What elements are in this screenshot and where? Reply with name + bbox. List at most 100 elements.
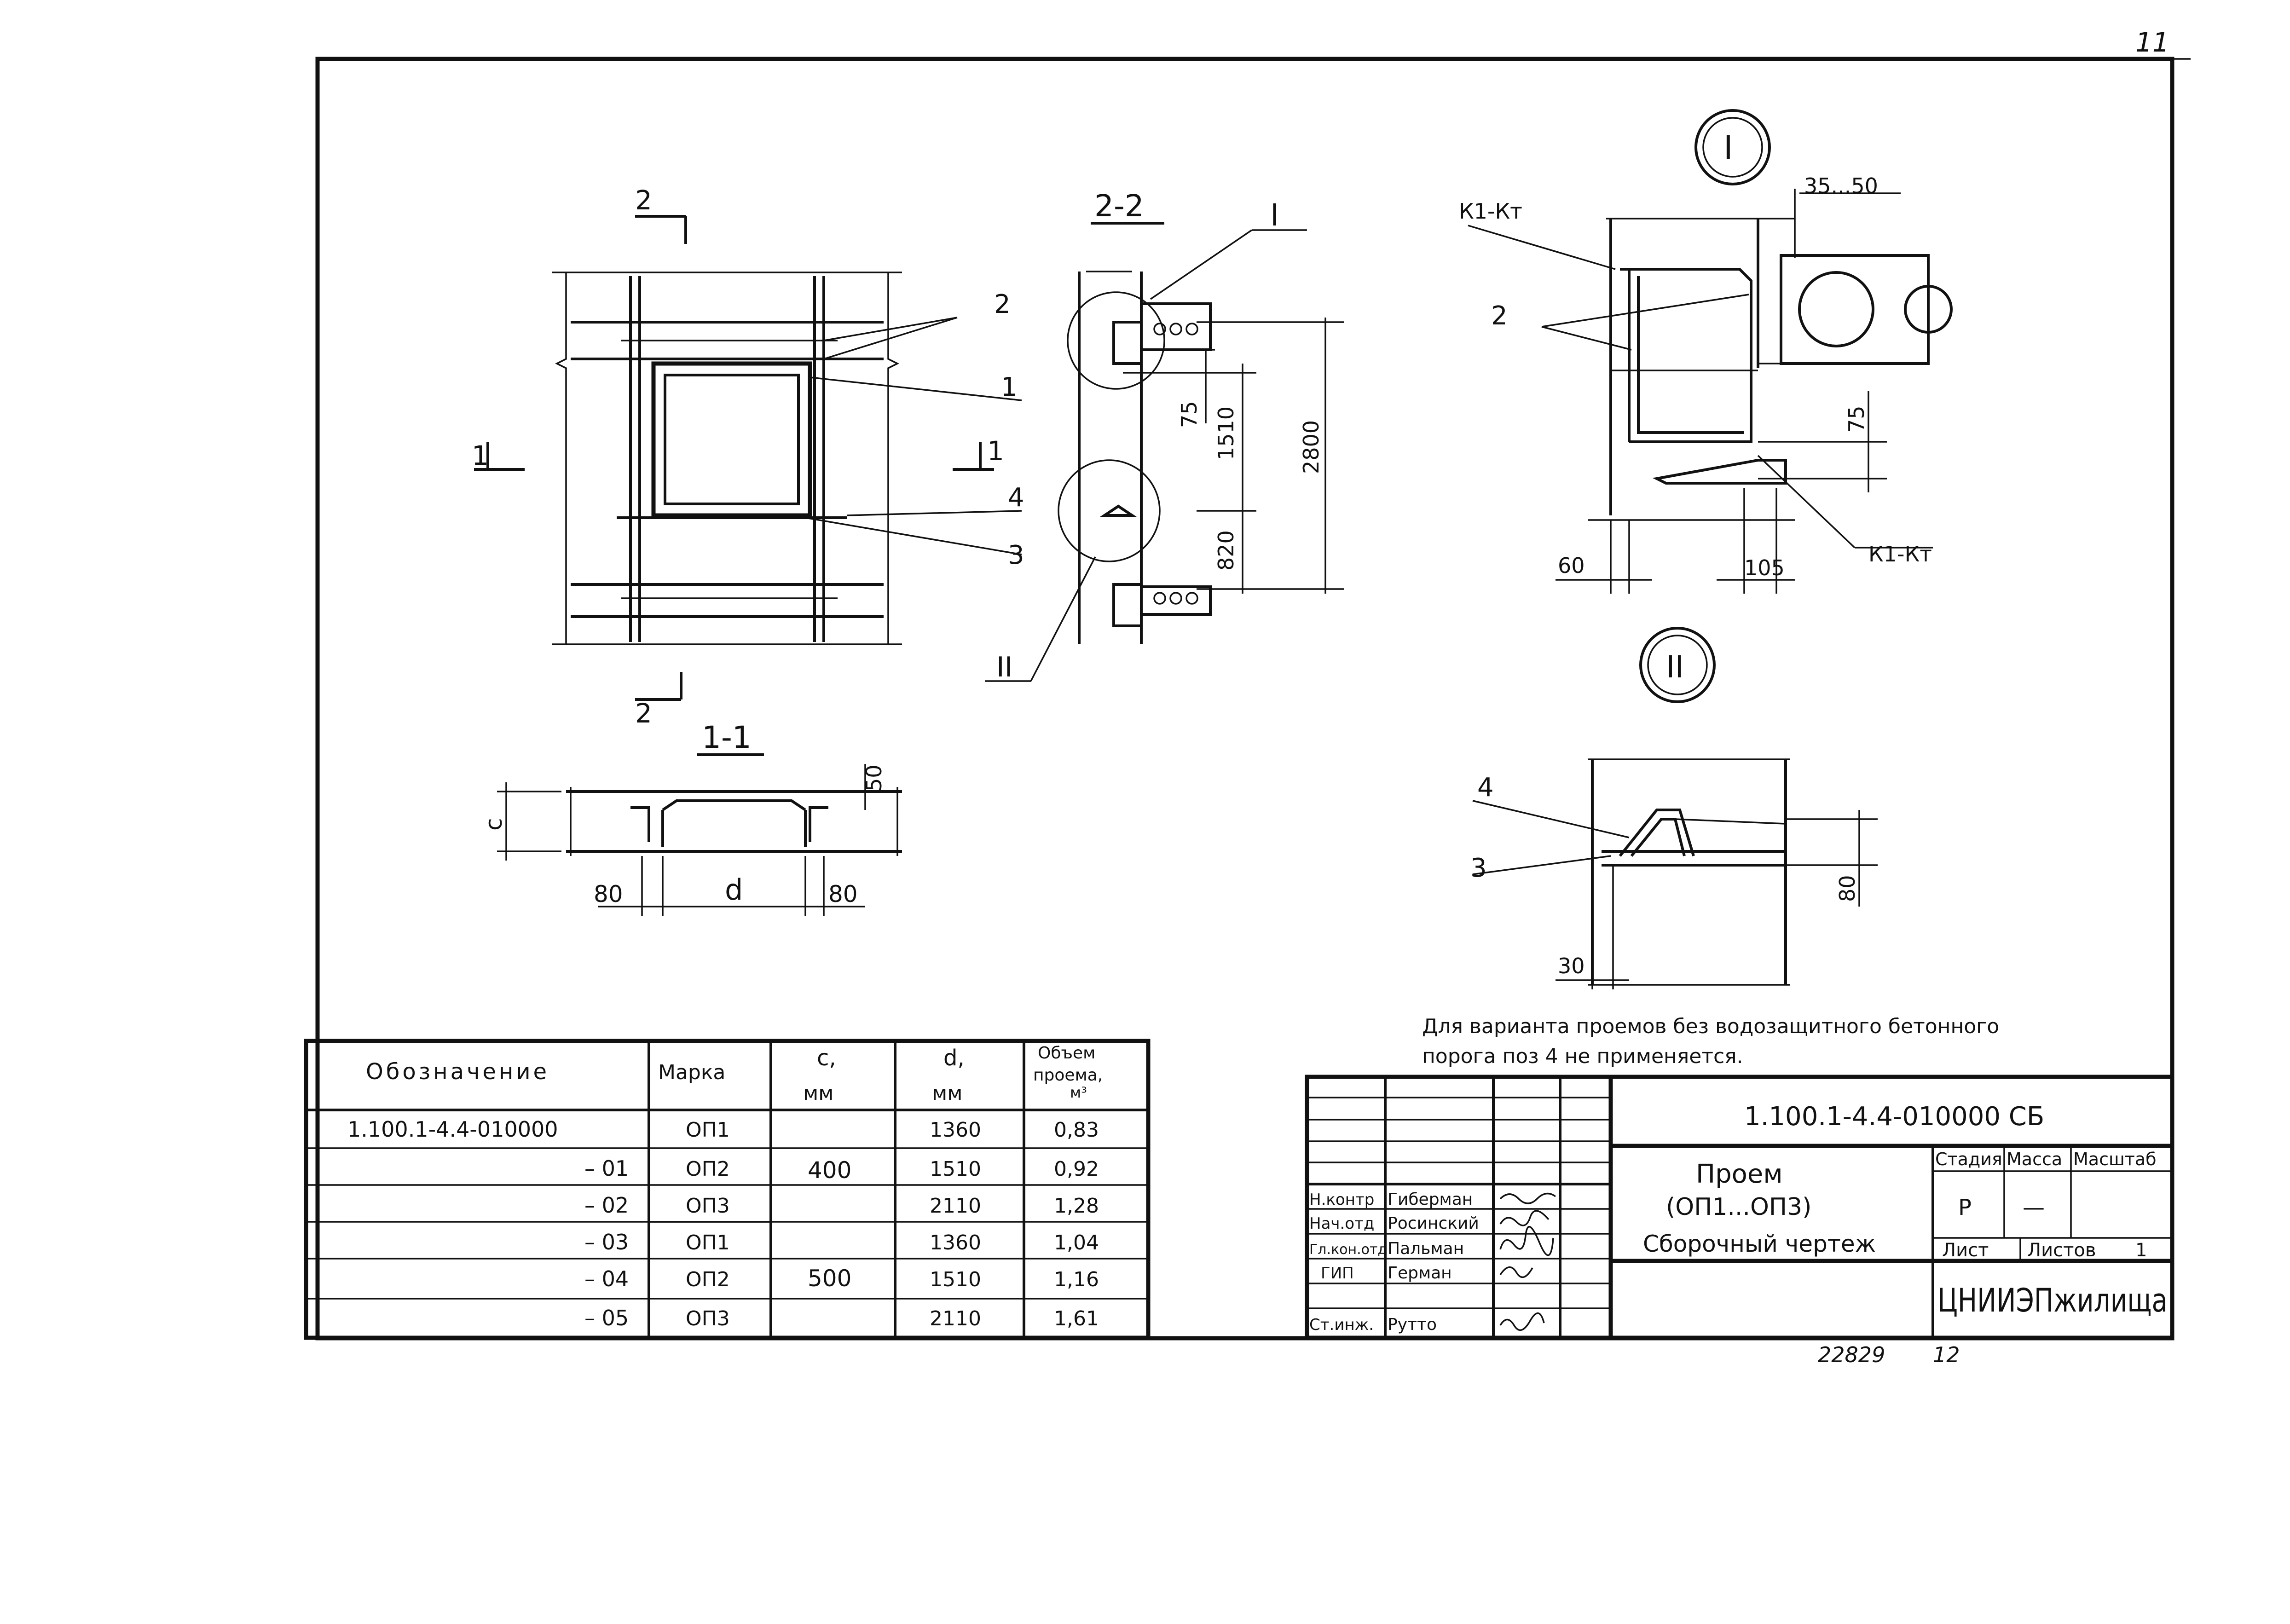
row-3-volume: 1,28	[1054, 1194, 1099, 1218]
dim-II-80: 80	[1835, 875, 1860, 902]
detail-II-callout-3: 3	[1470, 853, 1487, 883]
name-1: Гиберман	[1388, 1190, 1473, 1209]
dim-80-right: 80	[828, 881, 858, 907]
header-c: с,	[817, 1045, 836, 1071]
row-1-volume: 0,83	[1054, 1118, 1099, 1142]
cut-2-bottom-label: 2	[635, 698, 652, 729]
header-mark: Марка	[658, 1061, 725, 1084]
row-4-d: 1360	[930, 1231, 981, 1254]
detail-I-k1-bottom: К1-Кт	[1868, 542, 1932, 566]
row-3-d: 2110	[930, 1194, 981, 1218]
stage-header: Стадия	[1935, 1149, 2002, 1169]
signature-4	[1499, 1266, 1533, 1278]
dim-75: 75	[1177, 401, 1202, 428]
dim-30: 30	[1558, 954, 1585, 978]
signature-3	[1499, 1226, 1554, 1256]
dim-60: 60	[1558, 553, 1585, 578]
row-2-designation: – 01	[584, 1156, 629, 1181]
row-5-designation: – 04	[584, 1266, 629, 1291]
spec-table-grid	[304, 1039, 1151, 1340]
row-1-mark: ОП1	[686, 1118, 730, 1142]
node-I-label: I	[1270, 197, 1279, 233]
role-4: ГИП	[1321, 1264, 1354, 1283]
signature-2	[1499, 1210, 1550, 1226]
dim-d: d	[725, 873, 743, 907]
archive-number: 22829	[1818, 1342, 1885, 1367]
organization: ЦНИИЭПжилища	[1937, 1282, 2168, 1319]
role-2: Нач.отд	[1309, 1214, 1374, 1233]
signature-1	[1499, 1192, 1556, 1204]
name-3: Пальман	[1388, 1239, 1464, 1258]
document-code: 1.100.1-4.4-010000 СБ	[1744, 1102, 2044, 1132]
row-2-mark: ОП2	[686, 1157, 730, 1181]
detail-II	[1472, 627, 1878, 989]
row-5-volume: 1,16	[1054, 1268, 1099, 1291]
header-designation: Обозначение	[366, 1059, 549, 1085]
dim-50: 50	[862, 764, 886, 792]
detail-II-callout-4: 4	[1477, 773, 1494, 803]
front-callout-1: 1	[1001, 372, 1018, 402]
sheets-value: 1	[2135, 1240, 2147, 1261]
row-2-volume: 0,92	[1054, 1157, 1099, 1181]
dim-I-75: 75	[1844, 405, 1869, 433]
name-4: Герман	[1388, 1264, 1452, 1283]
note-line-1: Для варианта проемов без водозащитного б…	[1422, 1015, 1999, 1038]
c-group-500: 500	[808, 1265, 851, 1292]
detail-I-k1-top: К1-Кт	[1459, 199, 1522, 224]
row-6-designation: – 05	[584, 1306, 629, 1330]
dim-820: 820	[1214, 530, 1238, 571]
stage-value: Р	[1958, 1195, 1972, 1220]
row-4-designation: – 03	[584, 1230, 629, 1254]
note-line-2: порога поз 4 не применяется.	[1422, 1045, 1743, 1068]
detail-I	[1468, 109, 1953, 594]
spec-table: Обозначение Марка с, мм d, мм Объем прое…	[347, 1044, 1103, 1330]
title-block-grid	[1305, 1075, 2174, 1340]
node-II-label: II	[996, 651, 1012, 683]
section-2-2-title: 2-2	[1094, 188, 1144, 224]
drawing-frame	[315, 57, 2174, 1341]
dim-80-left: 80	[594, 881, 623, 907]
title-line-1: Проем	[1696, 1159, 1783, 1189]
row-5-d: 1510	[930, 1268, 981, 1291]
row-6-d: 2110	[930, 1307, 981, 1330]
role-3: Гл.кон.отд	[1309, 1242, 1387, 1258]
row-6-mark: ОП3	[686, 1307, 730, 1330]
name-5: Рутто	[1388, 1315, 1437, 1334]
header-c-unit: мм	[803, 1081, 833, 1105]
dim-105: 105	[1744, 555, 1785, 580]
front-callout-4: 4	[1008, 483, 1024, 513]
row-4-volume: 1,04	[1054, 1231, 1099, 1254]
front-view	[474, 215, 1022, 701]
row-5-mark: ОП2	[686, 1268, 730, 1291]
row-3-designation: – 02	[584, 1193, 629, 1218]
row-4-mark: ОП1	[686, 1231, 730, 1254]
title-block: 1.100.1-4.4-010000 СБ Проем (ОП1...ОП3) …	[1309, 1102, 2168, 1334]
section-1-1-title: 1-1	[702, 720, 752, 755]
cut-2-top-label: 2	[635, 185, 652, 216]
c-group-400: 400	[808, 1157, 851, 1184]
row-2-d: 1510	[930, 1157, 981, 1181]
dim-2800: 2800	[1299, 420, 1324, 474]
mass-header: Масса	[2007, 1149, 2062, 1169]
dim-c: с	[480, 818, 507, 831]
header-volume: Объем	[1038, 1044, 1095, 1063]
detail-I-callout-2: 2	[1491, 301, 1508, 331]
title-line-2: (ОП1...ОП3)	[1666, 1193, 1811, 1221]
front-callout-2: 2	[994, 289, 1011, 319]
page-number: 11	[2135, 27, 2169, 58]
name-2: Росинский	[1388, 1214, 1479, 1233]
row-6-volume: 1,61	[1054, 1307, 1099, 1330]
front-callout-3: 3	[1008, 540, 1024, 570]
row-1-d: 1360	[930, 1118, 981, 1142]
section-2-2	[985, 229, 1344, 682]
cut-1-left-label: 1	[472, 440, 489, 471]
dim-1510: 1510	[1214, 406, 1238, 460]
header-d: d,	[943, 1045, 965, 1071]
row-3-mark: ОП3	[686, 1194, 730, 1218]
role-5: Ст.инж.	[1309, 1316, 1374, 1334]
signature-5	[1499, 1312, 1545, 1331]
sheet-label: Лист	[1942, 1240, 1989, 1261]
section-1-1	[497, 764, 902, 916]
header-d-unit: мм	[932, 1081, 962, 1105]
